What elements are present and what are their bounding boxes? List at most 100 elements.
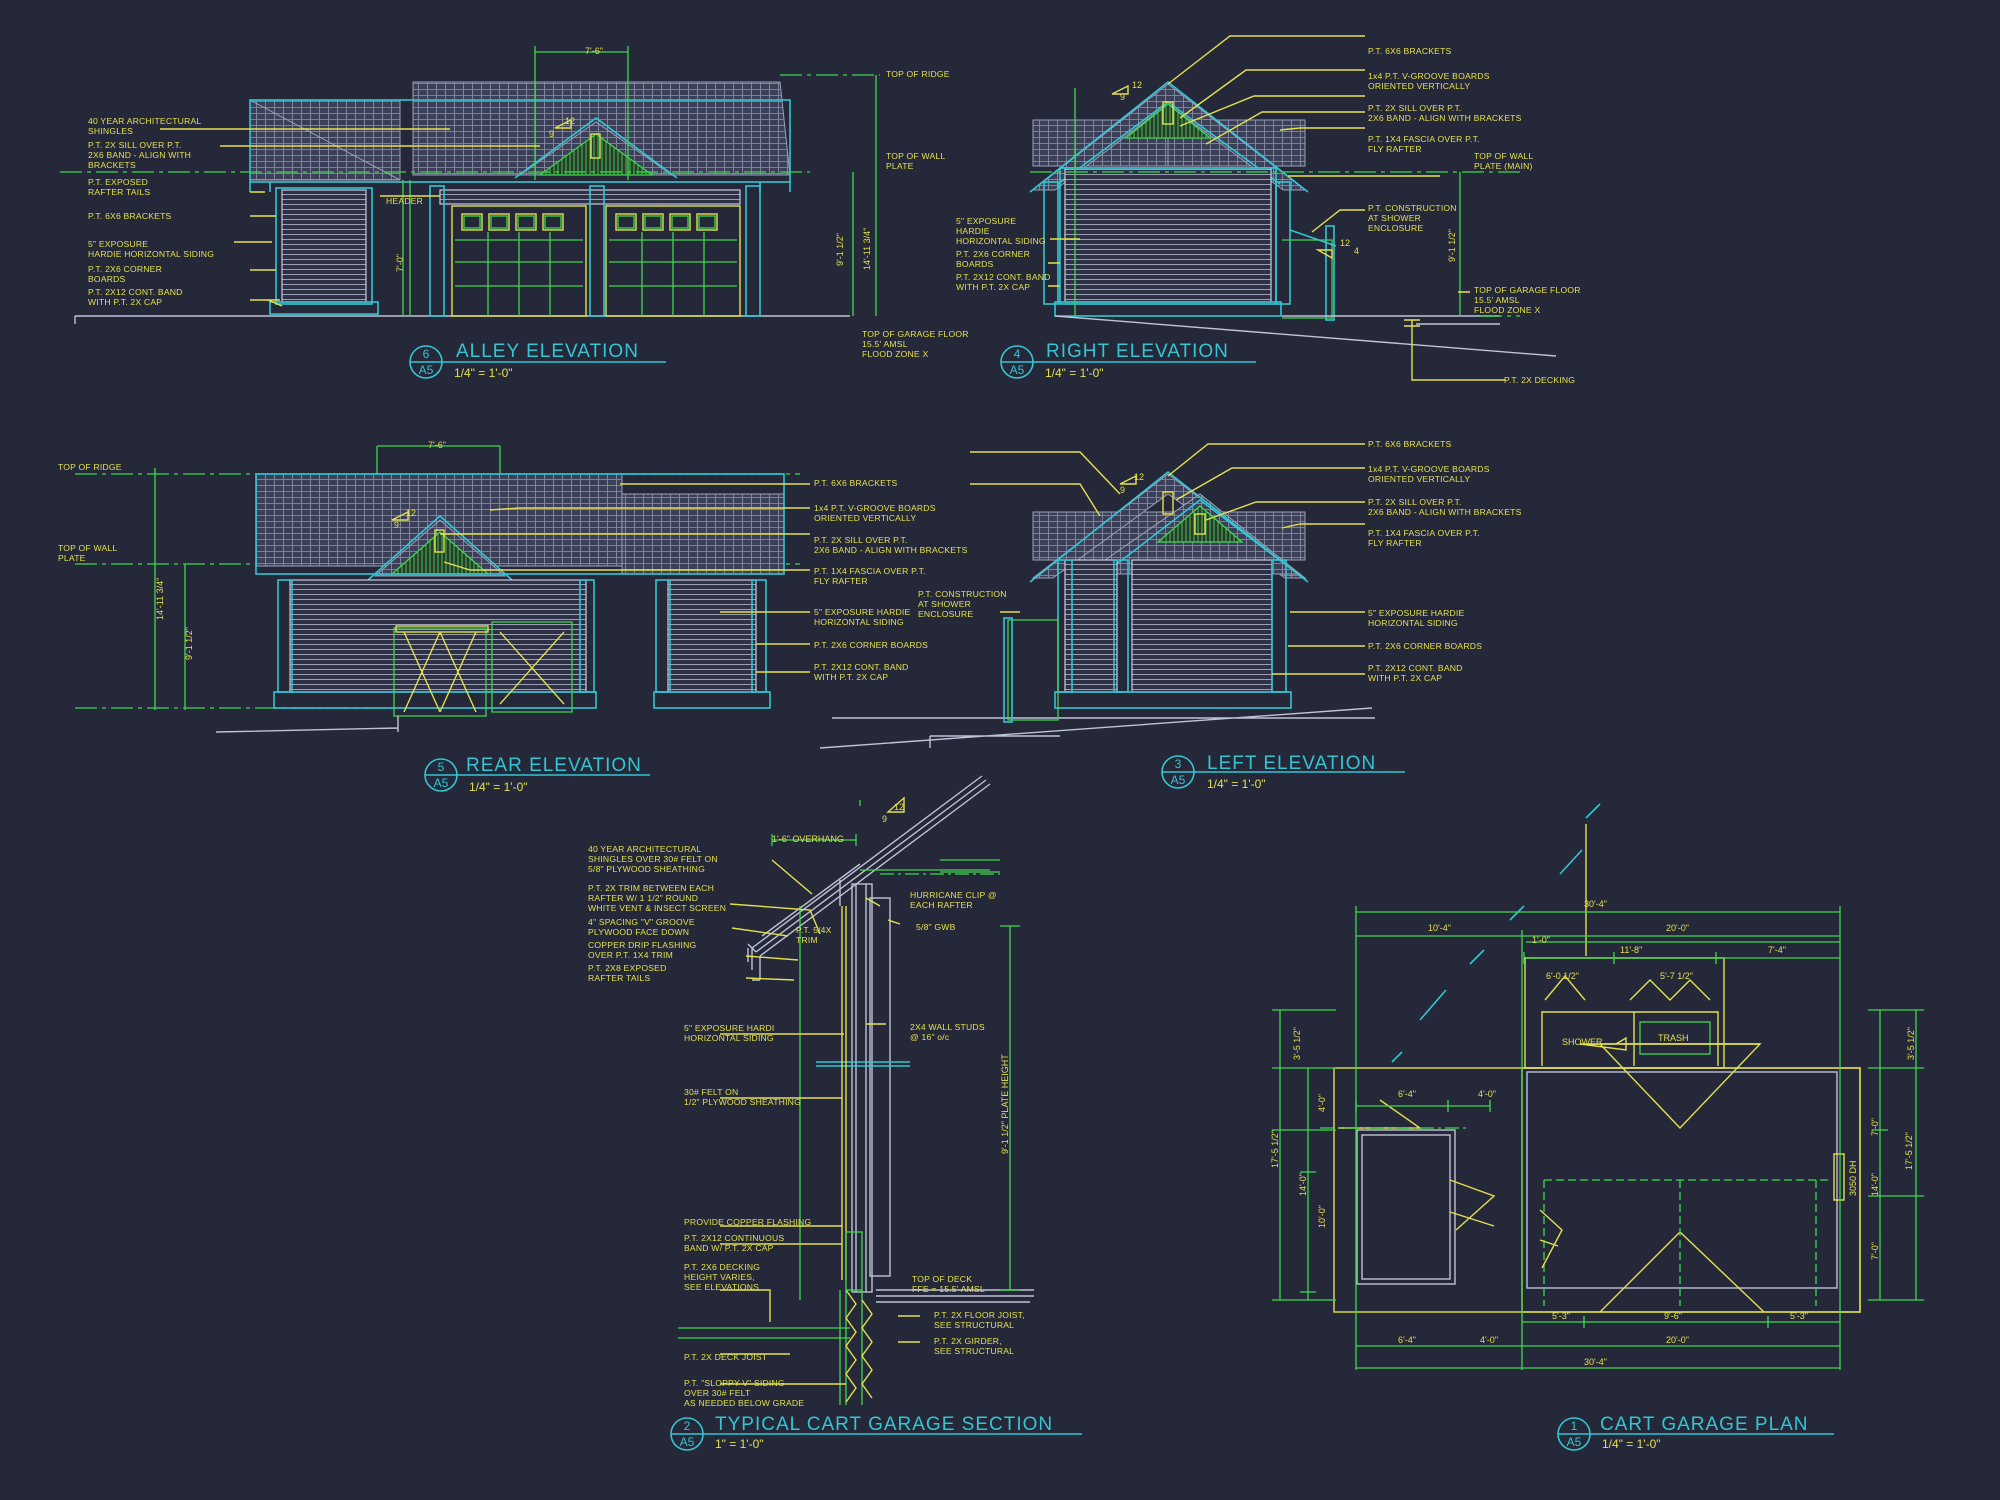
section-title: TYPICAL CART GARAGE SECTION bbox=[715, 1414, 1053, 1435]
svg-text:FLOOD ZONE X: FLOOD ZONE X bbox=[1474, 305, 1540, 315]
right-title-block: 4 A5 RIGHT ELEVATION 1/4" = 1'-0" bbox=[1000, 341, 1256, 380]
svg-text:OVER 30# FELT: OVER 30# FELT bbox=[684, 1388, 751, 1398]
svg-text:6'-0 1/2": 6'-0 1/2" bbox=[1546, 971, 1579, 981]
section-view-number: 2 bbox=[684, 1419, 691, 1433]
right-notes: P.T. 6X6 BRACKETS 1x4 P.T. V-GROOVE BOAR… bbox=[956, 46, 1581, 385]
plan-title-block: 1 A5 CART GARAGE PLAN 1/4" = 1'-0" bbox=[1557, 1414, 1834, 1451]
section-sheet-ref: A5 bbox=[680, 1435, 695, 1449]
svg-text:P.T. 1X4 FASCIA OVER P.T.: P.T. 1X4 FASCIA OVER P.T. bbox=[814, 566, 926, 576]
svg-text:4'-0": 4'-0" bbox=[1478, 1089, 1496, 1099]
svg-text:10'-0": 10'-0" bbox=[1317, 1205, 1327, 1228]
svg-text:AT SHOWER: AT SHOWER bbox=[1368, 213, 1421, 223]
svg-text:RAFTER TAILS: RAFTER TAILS bbox=[88, 187, 150, 197]
svg-text:P.T. 2X SILL OVER P.T.: P.T. 2X SILL OVER P.T. bbox=[1368, 103, 1462, 113]
section-scale: 1" = 1'-0" bbox=[715, 1437, 764, 1451]
svg-text:P.T. 2X GIRDER,: P.T. 2X GIRDER, bbox=[934, 1336, 1002, 1346]
plan-dims: 30'-4" 10'-4" 20'-0" 1'-0" 11'-8" 7'-4" … bbox=[1270, 899, 1916, 1367]
svg-text:15.5' AMSL: 15.5' AMSL bbox=[1474, 295, 1520, 305]
svg-text:TRIM: TRIM bbox=[796, 935, 818, 945]
svg-text:5" EXPOSURE: 5" EXPOSURE bbox=[88, 239, 148, 249]
svg-text:P.T. 2X6 DECKING: P.T. 2X6 DECKING bbox=[684, 1262, 760, 1272]
alley-title-block: 6 A5 ALLEY ELEVATION 1/4" = 1'-0" bbox=[409, 341, 666, 380]
svg-text:5" EXPOSURE HARDIE: 5" EXPOSURE HARDIE bbox=[814, 607, 910, 617]
svg-text:P.T. 2X DECK JOIST: P.T. 2X DECK JOIST bbox=[684, 1352, 768, 1362]
svg-text:5/8" GWB: 5/8" GWB bbox=[916, 922, 956, 932]
left-elevation: P.T. 6X6 BRACKETS 1x4 P.T. V-GROOVE BOAR… bbox=[819, 439, 1522, 791]
left-notes: P.T. 6X6 BRACKETS 1x4 P.T. V-GROOVE BOAR… bbox=[918, 439, 1522, 683]
svg-text:RAFTER TAILS: RAFTER TAILS bbox=[588, 973, 650, 983]
left-sheet-ref: A5 bbox=[1171, 773, 1186, 787]
svg-text:RAFTER W/ 1 1/2" ROUND: RAFTER W/ 1 1/2" ROUND bbox=[588, 893, 698, 903]
svg-text:4: 4 bbox=[1354, 246, 1359, 256]
svg-text:HEIGHT VARIES,: HEIGHT VARIES, bbox=[684, 1272, 755, 1282]
svg-text:HARDIE HORIZONTAL SIDING: HARDIE HORIZONTAL SIDING bbox=[88, 249, 214, 259]
svg-text:FLY RAFTER: FLY RAFTER bbox=[1368, 538, 1422, 548]
svg-text:P.T. 2X SILL OVER P.T.: P.T. 2X SILL OVER P.T. bbox=[814, 535, 908, 545]
svg-text:P.T. 6X6 BRACKETS: P.T. 6X6 BRACKETS bbox=[814, 478, 898, 488]
svg-text:1/2" PLYWOOD SHEATHING: 1/2" PLYWOOD SHEATHING bbox=[684, 1097, 801, 1107]
svg-text:WITH P.T. 2X CAP: WITH P.T. 2X CAP bbox=[88, 297, 162, 307]
svg-text:2X6 BAND - ALIGN WITH BRACKETS: 2X6 BAND - ALIGN WITH BRACKETS bbox=[1368, 507, 1522, 517]
svg-text:FLY RAFTER: FLY RAFTER bbox=[814, 576, 868, 586]
svg-text:9'-1 1/2" PLATE HEIGHT: 9'-1 1/2" PLATE HEIGHT bbox=[1000, 1054, 1010, 1154]
svg-text:HEADER: HEADER bbox=[386, 196, 423, 206]
svg-text:HORIZONTAL SIDING: HORIZONTAL SIDING bbox=[814, 617, 904, 627]
plan-view-number: 1 bbox=[1571, 1419, 1578, 1433]
svg-text:20'-0": 20'-0" bbox=[1666, 923, 1689, 933]
right-sheet-ref: A5 bbox=[1010, 363, 1025, 377]
svg-text:TOP OF GARAGE FLOOR: TOP OF GARAGE FLOOR bbox=[1474, 285, 1581, 295]
svg-text:14'-0": 14'-0" bbox=[1298, 1173, 1308, 1196]
svg-text:40 YEAR ARCHITECTURAL: 40 YEAR ARCHITECTURAL bbox=[88, 116, 201, 126]
svg-text:HURRICANE CLIP @: HURRICANE CLIP @ bbox=[910, 890, 997, 900]
svg-text:OVER P.T. 1X4 TRIM: OVER P.T. 1X4 TRIM bbox=[588, 950, 673, 960]
svg-text:2X6 BAND - ALIGN WITH BRACKETS: 2X6 BAND - ALIGN WITH BRACKETS bbox=[1368, 113, 1522, 123]
svg-text:PROVIDE COPPER FLASHING: PROVIDE COPPER FLASHING bbox=[684, 1217, 811, 1227]
svg-text:30'-4": 30'-4" bbox=[1584, 899, 1607, 909]
svg-text:14'-0": 14'-0" bbox=[1870, 1173, 1880, 1196]
svg-text:P.T. 2X12 CONT. BAND: P.T. 2X12 CONT. BAND bbox=[814, 662, 909, 672]
svg-text:12: 12 bbox=[1132, 80, 1142, 90]
svg-text:BAND W/ P.T. 2X CAP: BAND W/ P.T. 2X CAP bbox=[684, 1243, 774, 1253]
svg-text:9: 9 bbox=[549, 129, 554, 139]
svg-text:ORIENTED VERTICALLY: ORIENTED VERTICALLY bbox=[814, 513, 916, 523]
svg-text:P.T. "SLOPPY-V" SIDING: P.T. "SLOPPY-V" SIDING bbox=[684, 1378, 785, 1388]
svg-text:PLYWOOD FACE DOWN: PLYWOOD FACE DOWN bbox=[588, 927, 689, 937]
svg-text:9'-6": 9'-6" bbox=[1664, 1311, 1682, 1321]
svg-text:7'-0": 7'-0" bbox=[1870, 1242, 1880, 1260]
svg-text:3'-5 1/2": 3'-5 1/2" bbox=[1906, 1027, 1916, 1060]
svg-text:P.T. 1X4 FASCIA OVER P.T.: P.T. 1X4 FASCIA OVER P.T. bbox=[1368, 528, 1480, 538]
section-title-block: 2 A5 TYPICAL CART GARAGE SECTION 1" = 1'… bbox=[670, 1414, 1082, 1451]
plan-drawing bbox=[1272, 803, 1924, 1370]
svg-text:TOP OF DECK: TOP OF DECK bbox=[912, 1274, 972, 1284]
rear-drawing bbox=[75, 445, 810, 733]
svg-text:ORIENTED VERTICALLY: ORIENTED VERTICALLY bbox=[1368, 81, 1470, 91]
rear-sheet-ref: A5 bbox=[434, 776, 449, 790]
alley-sheet-ref: A5 bbox=[419, 363, 434, 377]
rear-title: REAR ELEVATION bbox=[466, 755, 642, 776]
svg-text:7'-6": 7'-6" bbox=[428, 440, 446, 450]
svg-text:12: 12 bbox=[406, 508, 416, 518]
svg-text:6'-4": 6'-4" bbox=[1398, 1335, 1416, 1345]
svg-text:P.T. 6X6 BRACKETS: P.T. 6X6 BRACKETS bbox=[88, 211, 172, 221]
svg-text:9'-1 1/2": 9'-1 1/2" bbox=[184, 627, 194, 660]
right-drawing bbox=[1029, 35, 1557, 381]
svg-text:TOP OF RIDGE: TOP OF RIDGE bbox=[886, 69, 950, 79]
svg-text:WITH P.T. 2X CAP: WITH P.T. 2X CAP bbox=[814, 672, 888, 682]
svg-text:P.T. 2X SILL OVER P.T.: P.T. 2X SILL OVER P.T. bbox=[1368, 497, 1462, 507]
svg-text:17'-5 1/2": 17'-5 1/2" bbox=[1904, 1132, 1914, 1170]
svg-text:1x4 P.T. V-GROOVE BOARDS: 1x4 P.T. V-GROOVE BOARDS bbox=[814, 503, 936, 513]
svg-text:P.T. 6X6 BRACKETS: P.T. 6X6 BRACKETS bbox=[1368, 46, 1452, 56]
svg-text:FLOOD ZONE X: FLOOD ZONE X bbox=[862, 349, 928, 359]
window-label: 3050 DH bbox=[1848, 1160, 1858, 1196]
svg-text:HARDIE: HARDIE bbox=[956, 226, 990, 236]
svg-text:P.T. 2X FLOOR JOIST,: P.T. 2X FLOOR JOIST, bbox=[934, 1310, 1025, 1320]
svg-text:P.T. 2X6 CORNER: P.T. 2X6 CORNER bbox=[956, 249, 1030, 259]
svg-text:9: 9 bbox=[1120, 485, 1125, 495]
svg-text:P.T. 2X8 EXPOSED: P.T. 2X8 EXPOSED bbox=[588, 963, 667, 973]
svg-text:P.T. 2X12 CONT. BAND: P.T. 2X12 CONT. BAND bbox=[88, 287, 183, 297]
svg-text:P.T. 2X6 CORNER BOARDS: P.T. 2X6 CORNER BOARDS bbox=[1368, 641, 1482, 651]
svg-text:2X6 BAND - ALIGN WITH: 2X6 BAND - ALIGN WITH bbox=[88, 150, 191, 160]
svg-text:3'-5 1/2": 3'-5 1/2" bbox=[1292, 1027, 1302, 1060]
alley-view-number: 6 bbox=[423, 347, 430, 361]
svg-text:PLATE (MAIN): PLATE (MAIN) bbox=[1474, 161, 1533, 171]
